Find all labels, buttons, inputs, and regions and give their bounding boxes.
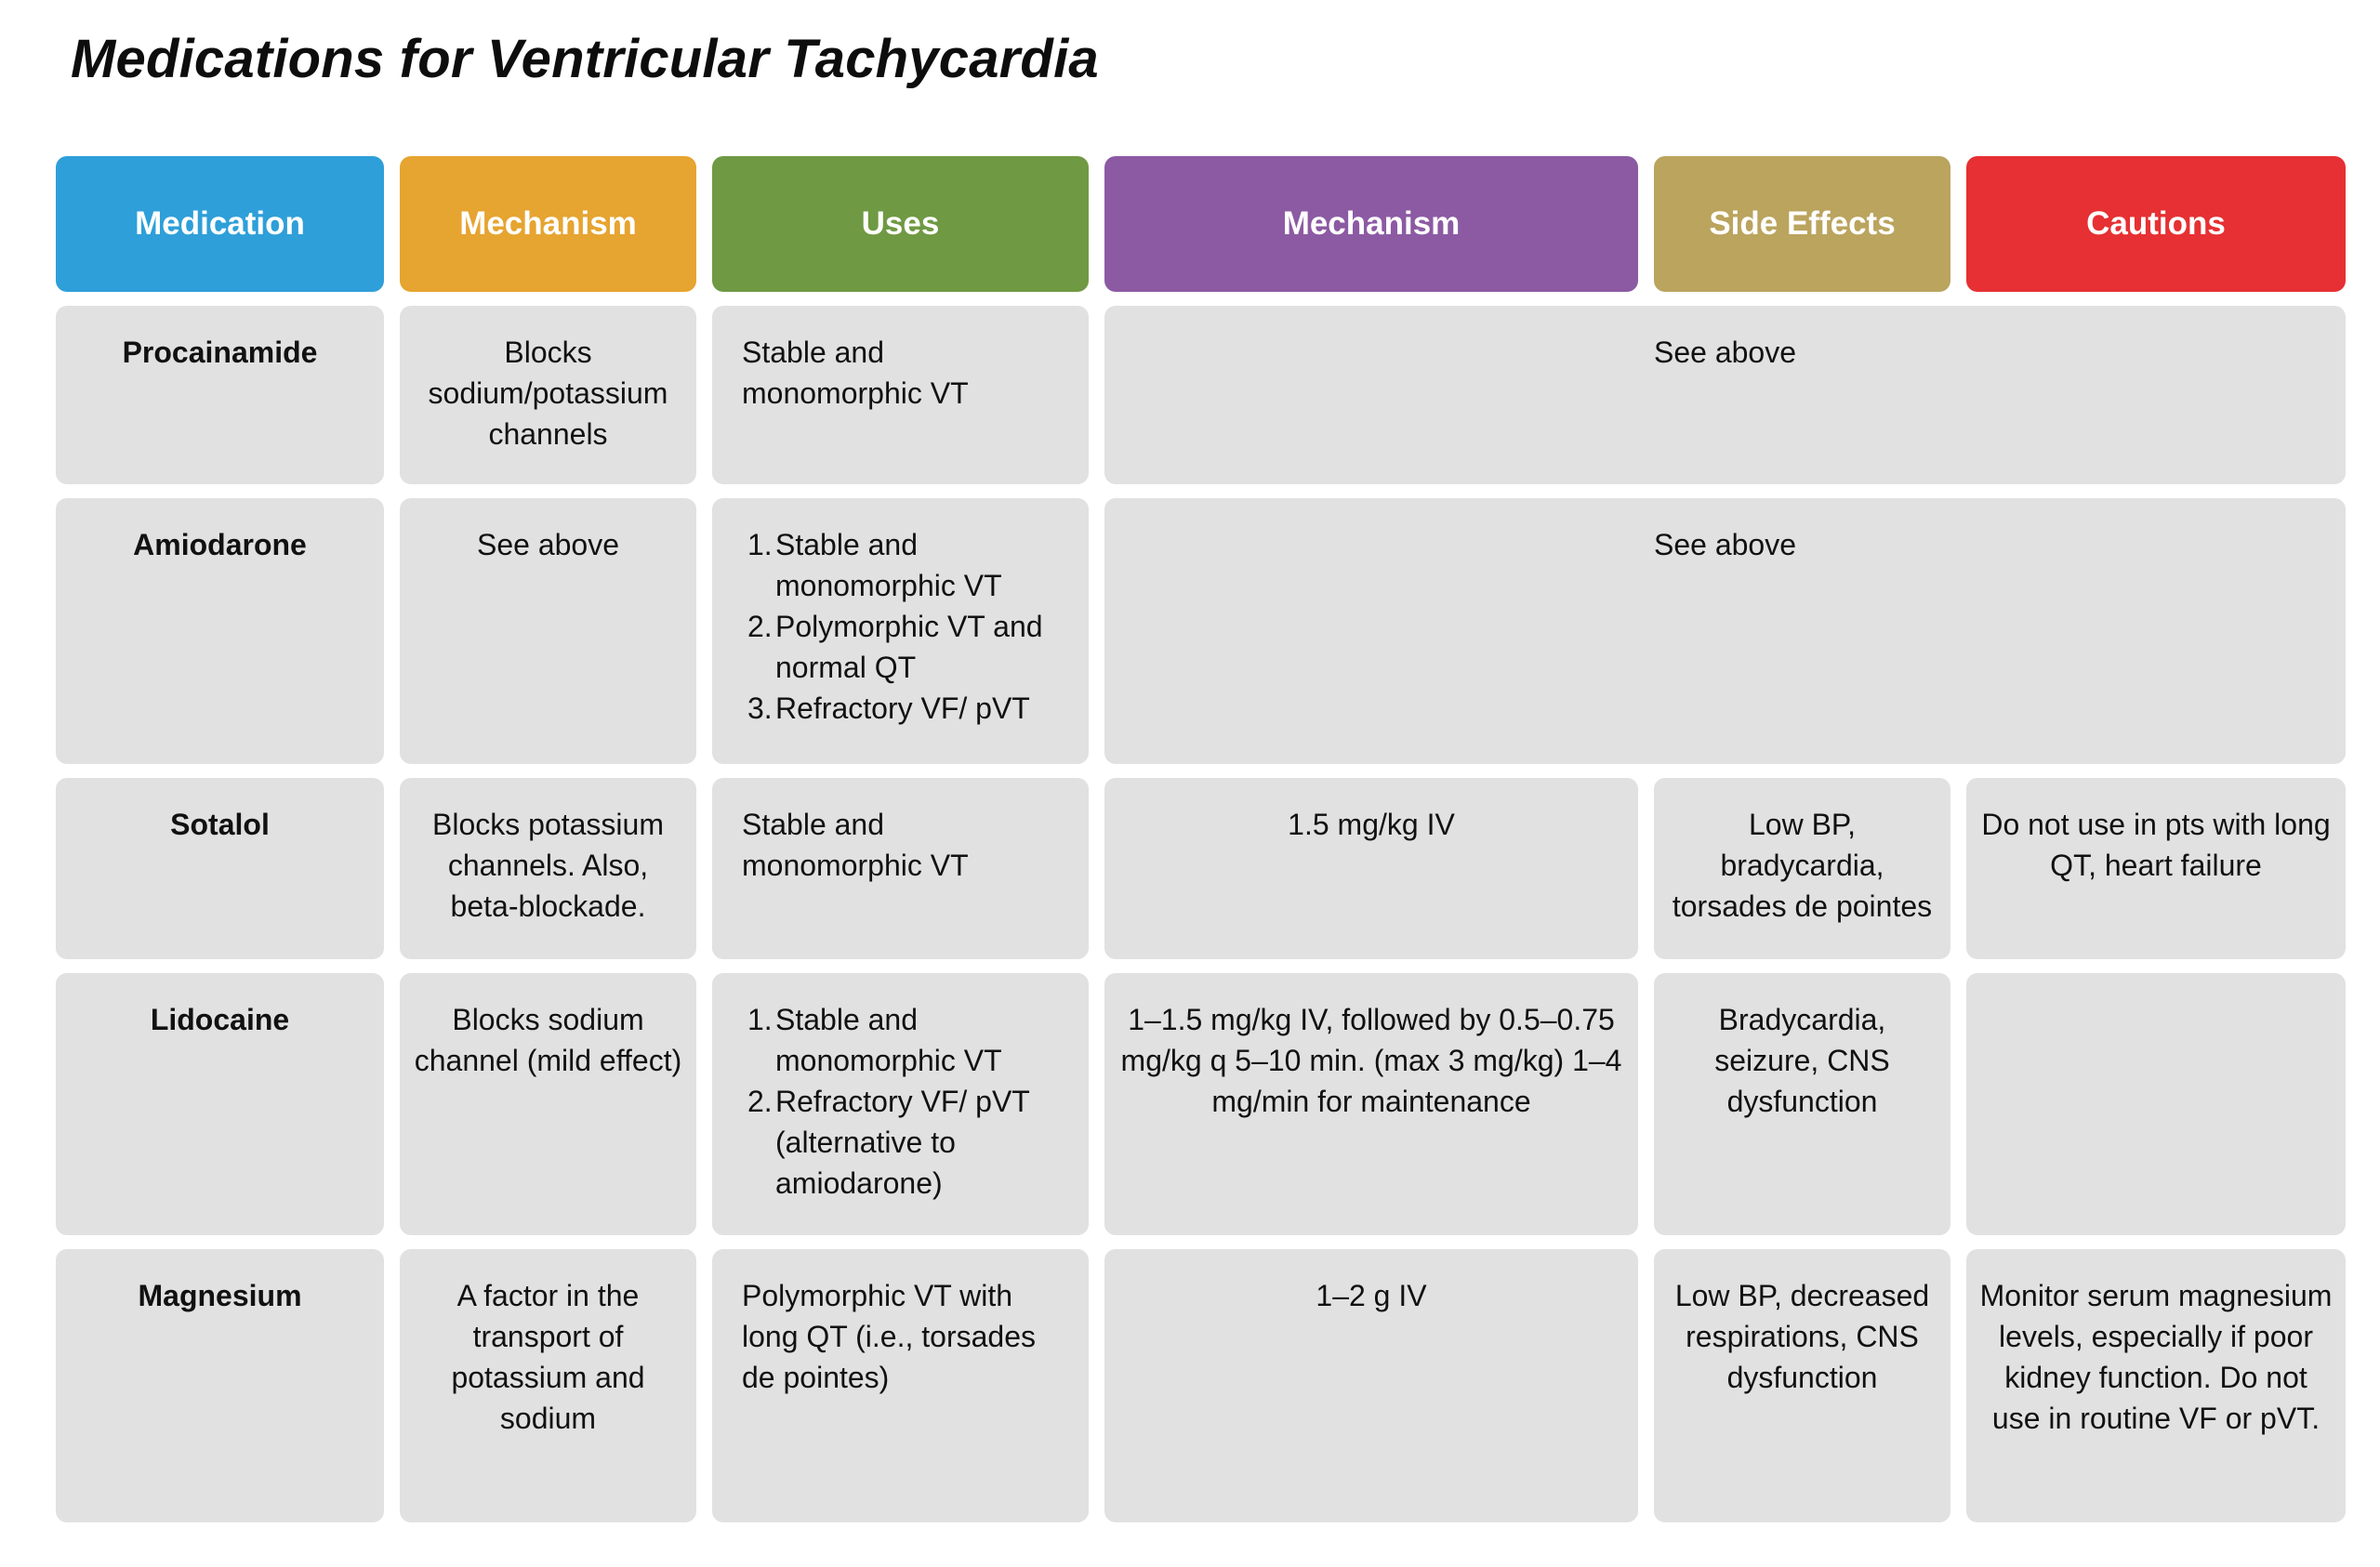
row-lidocaine-medication: Lidocaine	[56, 973, 384, 1235]
header-mechanism-dose: Mechanism	[1104, 156, 1638, 292]
row-amiodarone-see-above: See above	[1104, 498, 2346, 764]
uses-list: 1.Stable and monomorphic VT 2.Refractory…	[747, 999, 1072, 1204]
list-item: 1.Stable and monomorphic VT	[747, 1003, 1002, 1077]
list-item: 3.Refractory VF/ pVT	[747, 691, 1030, 725]
header-side-effects: Side Effects	[1654, 156, 1950, 292]
row-sotalol-cautions: Do not use in pts with long QT, heart fa…	[1966, 778, 2346, 959]
header-uses: Uses	[712, 156, 1089, 292]
uses-text: Polymorphic VT with long QT (i.e., torsa…	[742, 1279, 1036, 1394]
row-sotalol-dose: 1.5 mg/kg IV	[1104, 778, 1638, 959]
row-amiodarone-mechanism: See above	[400, 498, 696, 764]
header-medication: Medication	[56, 156, 384, 292]
row-procainamide-see-above: See above	[1104, 306, 2346, 484]
row-lidocaine-cautions	[1966, 973, 2346, 1235]
row-magnesium-side-effects: Low BP, decreased respirations, CNS dysf…	[1654, 1249, 1950, 1522]
row-procainamide-medication: Procainamide	[56, 306, 384, 484]
header-cautions: Cautions	[1966, 156, 2346, 292]
uses-list: 1.Stable and monomorphic VT 2.Polymorphi…	[747, 524, 1072, 729]
row-magnesium-cautions: Monitor serum magnesium levels, especial…	[1966, 1249, 2346, 1522]
uses-text: Stable and monomorphic VT	[742, 808, 969, 882]
row-procainamide-uses: Stable and monomorphic VT	[712, 306, 1089, 484]
row-magnesium-medication: Magnesium	[56, 1249, 384, 1522]
list-item: 2.Refractory VF/ pVT (alternative to ami…	[747, 1085, 1030, 1200]
row-amiodarone-medication: Amiodarone	[56, 498, 384, 764]
row-sotalol-mechanism: Blocks potassium channels. Also, beta-bl…	[400, 778, 696, 959]
row-procainamide-mechanism: Blocks sodium/potassium channels	[400, 306, 696, 484]
row-sotalol-medication: Sotalol	[56, 778, 384, 959]
row-sotalol-side-effects: Low BP, bradycardia, torsades de pointes	[1654, 778, 1950, 959]
row-amiodarone-uses: 1.Stable and monomorphic VT 2.Polymorphi…	[712, 498, 1089, 764]
list-item: 1.Stable and monomorphic VT	[747, 528, 1002, 602]
header-mechanism: Mechanism	[400, 156, 696, 292]
uses-text: Stable and monomorphic VT	[742, 336, 969, 410]
row-magnesium-dose: 1–2 g IV	[1104, 1249, 1638, 1522]
row-lidocaine-side-effects: Bradycardia, seizure, CNS dysfunction	[1654, 973, 1950, 1235]
row-lidocaine-dose: 1–1.5 mg/kg IV, followed by 0.5–0.75 mg/…	[1104, 973, 1638, 1235]
list-item: 2.Polymorphic VT and normal QT	[747, 610, 1043, 684]
row-magnesium-mechanism: A factor in the transport of potassium a…	[400, 1249, 696, 1522]
row-lidocaine-mechanism: Blocks sodium channel (mild effect)	[400, 973, 696, 1235]
row-lidocaine-uses: 1.Stable and monomorphic VT 2.Refractory…	[712, 973, 1089, 1235]
row-sotalol-uses: Stable and monomorphic VT	[712, 778, 1089, 959]
medications-table: Medication Mechanism Uses Mechanism Side…	[56, 156, 2346, 1532]
page-title: Medications for Ventricular Tachycardia	[71, 29, 1099, 89]
row-magnesium-uses: Polymorphic VT with long QT (i.e., torsa…	[712, 1249, 1089, 1522]
